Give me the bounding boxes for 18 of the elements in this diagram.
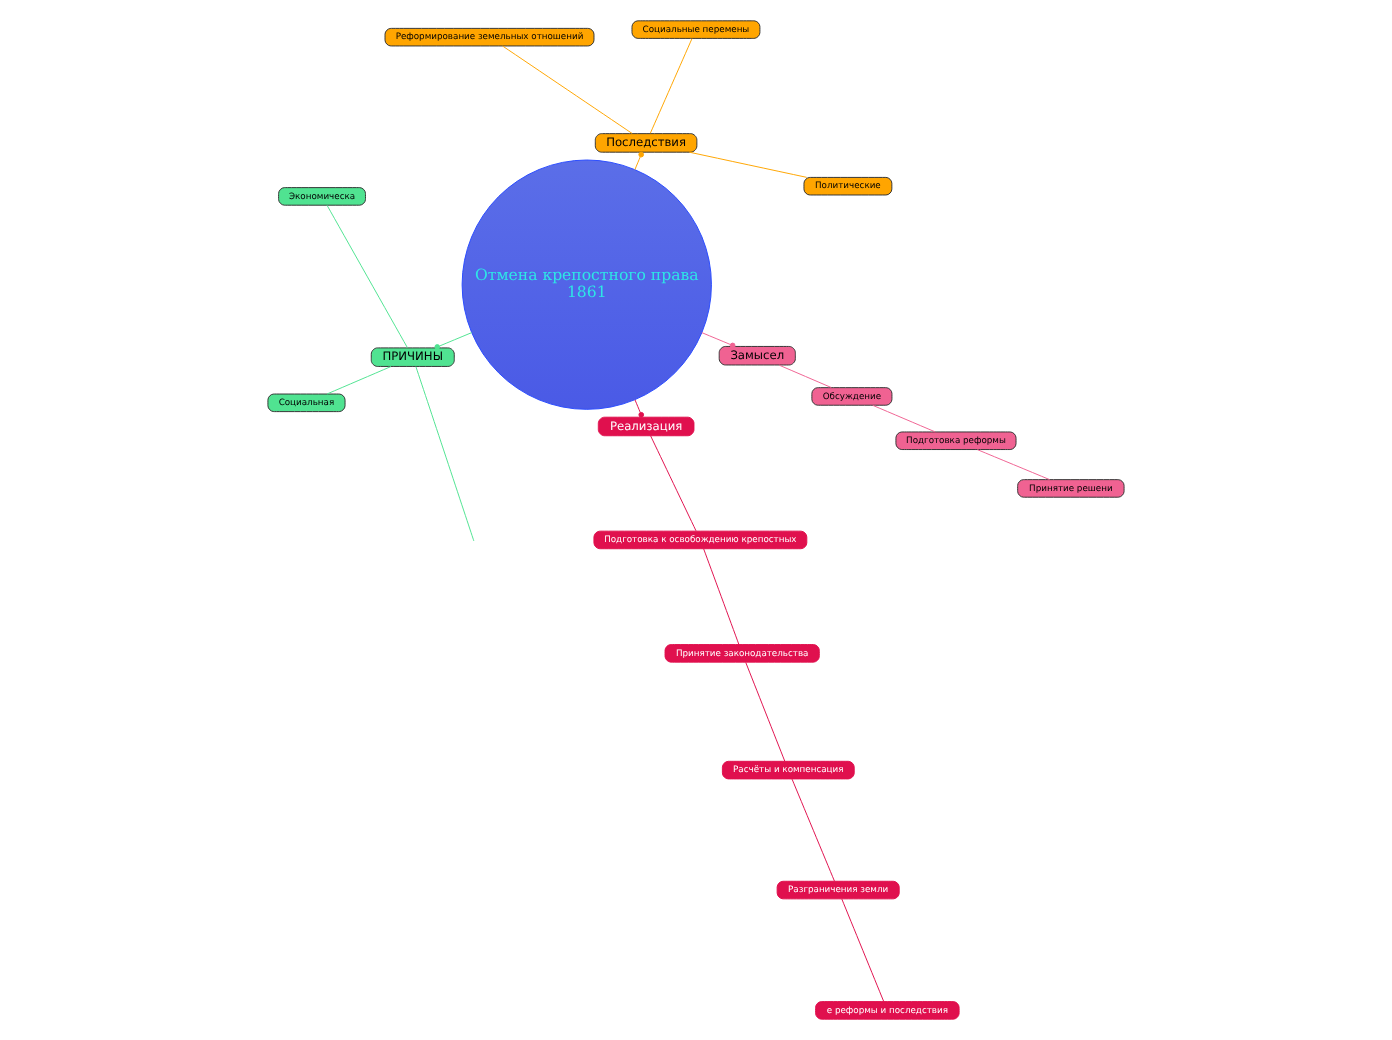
connector	[502, 45, 633, 134]
connector	[872, 404, 936, 433]
connector	[976, 449, 1051, 481]
connector	[701, 332, 736, 349]
connector	[745, 662, 786, 762]
connector	[634, 399, 645, 418]
connector	[791, 778, 835, 882]
connector	[434, 332, 473, 350]
connector	[650, 435, 697, 532]
connector	[415, 366, 475, 542]
connector	[649, 38, 693, 134]
connector	[703, 548, 740, 645]
connector	[326, 366, 392, 395]
connector	[688, 151, 808, 178]
connector	[326, 204, 408, 349]
connector	[841, 898, 885, 1003]
connector	[634, 151, 645, 171]
connector	[778, 364, 832, 389]
